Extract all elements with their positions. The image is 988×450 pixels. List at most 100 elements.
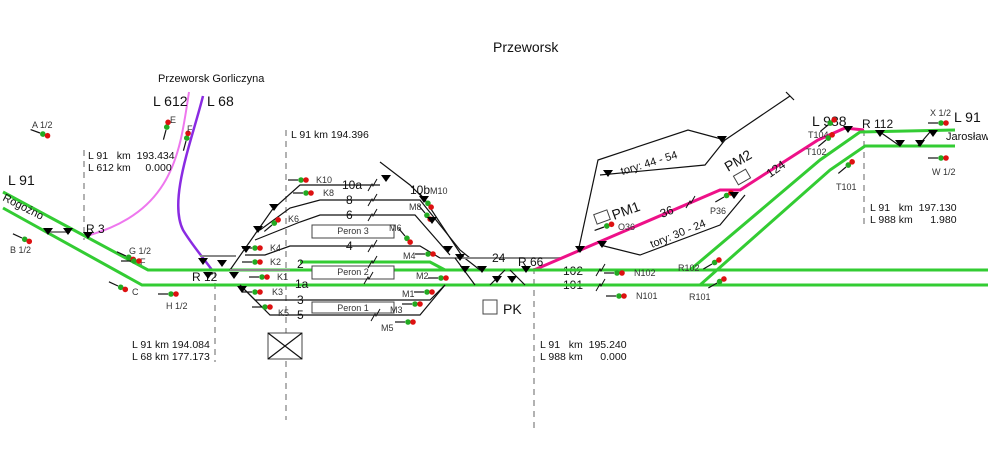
post-pm1-label: PM1 (610, 198, 643, 223)
insulated-joint (595, 263, 606, 277)
line-91-west-label: L 91 (8, 172, 35, 188)
platform-3-label: Peron 3 (337, 226, 369, 236)
signal-lamp-green (163, 124, 170, 130)
signal-lamp-red (430, 251, 436, 257)
signal-label: K10 (316, 175, 332, 185)
yard-upper-label: tory: 44 - 54 (619, 149, 679, 178)
track-10a (229, 184, 380, 271)
post-r112-label: R 112 (862, 117, 893, 131)
signal-lamp-red (849, 159, 855, 165)
signal-lamp-green (825, 135, 832, 141)
signal-label: P36 (710, 206, 726, 216)
signal-lamp-red (44, 132, 51, 139)
signal-lamp-green (21, 236, 28, 243)
switch-marker (843, 126, 853, 133)
signal-m2 (428, 275, 449, 281)
signal-post (263, 224, 273, 232)
signal-label: K5 (278, 308, 289, 318)
signal-lamp-red (428, 204, 434, 210)
signal-post (108, 281, 119, 287)
signal-lamp-green (117, 284, 124, 291)
signal-lamp-green (614, 270, 620, 276)
crossovers-east (879, 131, 931, 147)
signal-label: K1 (277, 272, 288, 282)
signal-lamp-green (252, 289, 258, 295)
switch-marker (455, 254, 465, 261)
switch-marker (253, 226, 263, 233)
track-4 (245, 245, 441, 259)
signal-label: T104 (808, 130, 829, 140)
track-label: 4 (346, 239, 353, 253)
signal-r101 (708, 276, 727, 289)
signal-r102 (703, 257, 722, 270)
platform-1-label: Peron 1 (337, 303, 369, 313)
signal-lamp-red (621, 293, 627, 299)
track-2 (300, 260, 446, 272)
insulated-joint (363, 271, 374, 285)
platform-3 (311, 224, 395, 239)
signal-label: T101 (836, 182, 857, 192)
buffer-stop (785, 91, 795, 101)
switch-marker (875, 130, 885, 137)
switch-marker (575, 246, 585, 253)
signal-lamp-green (183, 135, 190, 141)
km-label: L 68 km 177.173 (132, 351, 210, 363)
insulated-joint (367, 208, 378, 222)
signal-k1 (249, 274, 270, 280)
main-track-north-east (534, 128, 956, 272)
signal-k3 (242, 289, 263, 295)
km-label: L 91 km 194.084 (132, 339, 210, 351)
signal-lamp-green (616, 293, 622, 299)
signal-label: O36 (618, 222, 635, 232)
signal-label: K6 (288, 214, 299, 224)
signal-label: W 1/2 (932, 167, 956, 177)
signal-lamp-green (125, 254, 132, 261)
platform-2-label: Peron 2 (337, 267, 369, 277)
post-pk-box (482, 299, 498, 315)
signal-label: F (140, 257, 146, 267)
signal-post (182, 140, 187, 151)
signal-post (398, 227, 406, 237)
signal-e (162, 119, 171, 140)
signal-lamp-red (165, 119, 171, 126)
line-612-track (89, 91, 190, 236)
signal-lamp-green (938, 120, 944, 126)
signal-lamp-green (711, 259, 718, 266)
signal-post (708, 282, 718, 289)
signal-lamp-red (429, 289, 435, 295)
signal-lamp-green (424, 289, 430, 295)
signal-n101 (606, 293, 627, 299)
yard-lower (599, 194, 746, 256)
signal-m4 (415, 251, 436, 257)
direction-east-label: Jarosław (946, 131, 988, 143)
signal-post (703, 263, 713, 270)
signal-lamp-red (257, 245, 263, 251)
signal-a (30, 129, 51, 139)
branch-station-label: Przeworsk Gorliczyna (158, 73, 265, 85)
signal-t104 (819, 117, 837, 132)
switch-marker (241, 246, 251, 253)
track-label: 5 (297, 308, 304, 322)
signal-lamp-green (604, 223, 610, 229)
signal-post (30, 129, 41, 134)
track-label: 36 (658, 203, 676, 221)
signal-f-north (182, 130, 191, 151)
track-label: 6 (346, 208, 353, 222)
signal-label: F (187, 124, 193, 134)
signal-post (715, 196, 725, 203)
signal-lamp-green (131, 258, 137, 264)
signal-lamp-red (608, 221, 615, 228)
signal-lamp-red (407, 239, 413, 245)
switch-marker (427, 217, 437, 224)
signal-c (108, 281, 129, 293)
signal-post (837, 166, 847, 174)
signal-label: M4 (403, 251, 416, 261)
signal-lamp-green (404, 235, 410, 242)
switch-marker (492, 276, 502, 283)
signal-label: B 1/2 (10, 245, 31, 255)
signal-k10 (288, 177, 309, 183)
signal-o36 (594, 221, 615, 231)
switch-marker (443, 246, 453, 253)
switch-marker (63, 228, 73, 235)
signal-m1 (414, 289, 435, 295)
